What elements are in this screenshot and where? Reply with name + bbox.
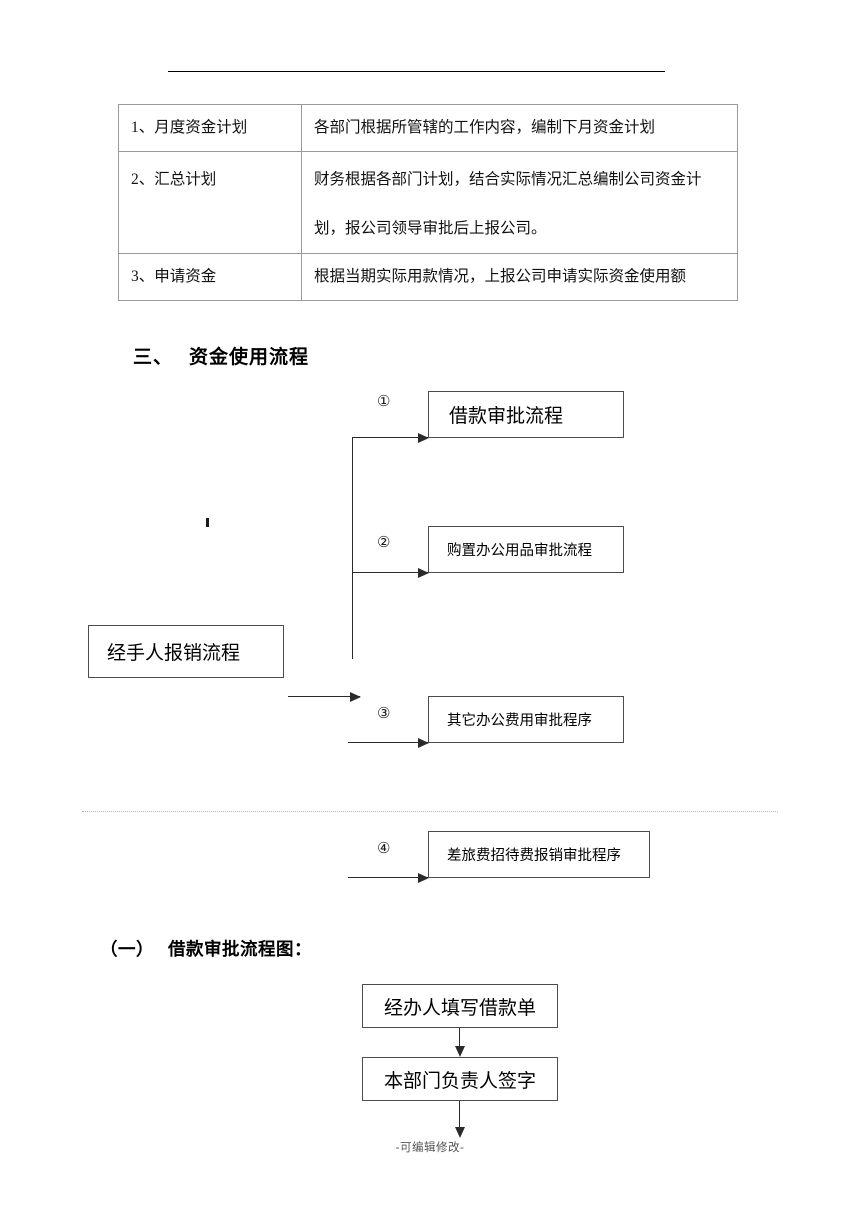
subsection-title: 借款审批流程图： bbox=[168, 939, 312, 959]
flow-box-handler-reimbursement: 经手人报销流程 bbox=[88, 625, 284, 678]
branch-marker-2: ② bbox=[377, 535, 391, 551]
header-rule bbox=[168, 71, 665, 72]
table-cell-line: 根据当期实际用款情况，上报公司申请实际资金使用额 bbox=[314, 267, 687, 285]
section-title: 资金使用流程 bbox=[189, 347, 310, 368]
flow-trunk-line bbox=[352, 437, 353, 659]
page-break-rule bbox=[82, 811, 778, 812]
table-cell-description: 各部门根据所管辖的工作内容，编制下月资金计划 bbox=[301, 104, 738, 152]
branch-marker-1: ① bbox=[377, 394, 391, 410]
flow-arrow-down-2 bbox=[454, 1101, 465, 1138]
section-heading-three: 三、资金使用流程 bbox=[133, 342, 309, 369]
fund-plan-table: 1、月度资金计划 各部门根据所管辖的工作内容，编制下月资金计划 2、汇总计划 财… bbox=[118, 104, 738, 301]
flow-arrow-branch-2 bbox=[352, 567, 429, 578]
flow-box-loan-approval: 借款审批流程 bbox=[428, 391, 624, 438]
subsection-number: （一） bbox=[100, 939, 154, 959]
branch-marker-3: ③ bbox=[377, 706, 391, 722]
flow-arrow-branch-1 bbox=[352, 432, 429, 443]
table-cell-label: 2、汇总计划 bbox=[118, 151, 302, 254]
table-cell-line: 财务根据各部门计划，结合实际情况汇总编制公司资金计 bbox=[314, 171, 702, 188]
table-cell-line: 各部门根据所管辖的工作内容，编制下月资金计划 bbox=[314, 118, 656, 136]
flow-arrow-down-1 bbox=[454, 1028, 465, 1057]
branch-marker-4: ④ bbox=[377, 841, 391, 857]
subsection-heading-one: （一） 借款审批流程图： bbox=[100, 936, 312, 961]
table-cell-label: 1、月度资金计划 bbox=[118, 104, 302, 152]
flow-arrow-branch-3 bbox=[348, 737, 429, 748]
footer-note: -可编辑修改- bbox=[395, 1142, 465, 1154]
flow-box-fill-loan-form: 经办人填写借款单 bbox=[362, 984, 558, 1028]
table-row: 2、汇总计划 财务根据各部门计划，结合实际情况汇总编制公司资金计 划，报公司领导… bbox=[118, 151, 738, 254]
flow-arrow-branch-4 bbox=[348, 872, 429, 883]
flow-arrow-source-stub bbox=[288, 691, 361, 702]
table-cell-description: 根据当期实际用款情况，上报公司申请实际资金使用额 bbox=[301, 253, 738, 301]
table-cell-line: 划，报公司领导审批后上报公司。 bbox=[314, 220, 547, 238]
flow-box-department-head-signature: 本部门负责人签字 bbox=[362, 1057, 558, 1101]
flow-box-other-office-expense-approval: 其它办公费用审批程序 bbox=[428, 696, 624, 743]
table-row: 3、申请资金 根据当期实际用款情况，上报公司申请实际资金使用额 bbox=[118, 253, 738, 301]
ink-artifact bbox=[206, 518, 209, 527]
flow-box-travel-entertainment-reimbursement: 差旅费招待费报销审批程序 bbox=[428, 831, 650, 878]
table-row: 1、月度资金计划 各部门根据所管辖的工作内容，编制下月资金计划 bbox=[118, 104, 738, 152]
section-number: 三、 bbox=[133, 347, 174, 368]
flow-box-office-supply-approval: 购置办公用品审批流程 bbox=[428, 526, 624, 573]
table-cell-description: 财务根据各部门计划，结合实际情况汇总编制公司资金计 划，报公司领导审批后上报公司… bbox=[301, 151, 738, 254]
table-cell-label: 3、申请资金 bbox=[118, 253, 302, 301]
